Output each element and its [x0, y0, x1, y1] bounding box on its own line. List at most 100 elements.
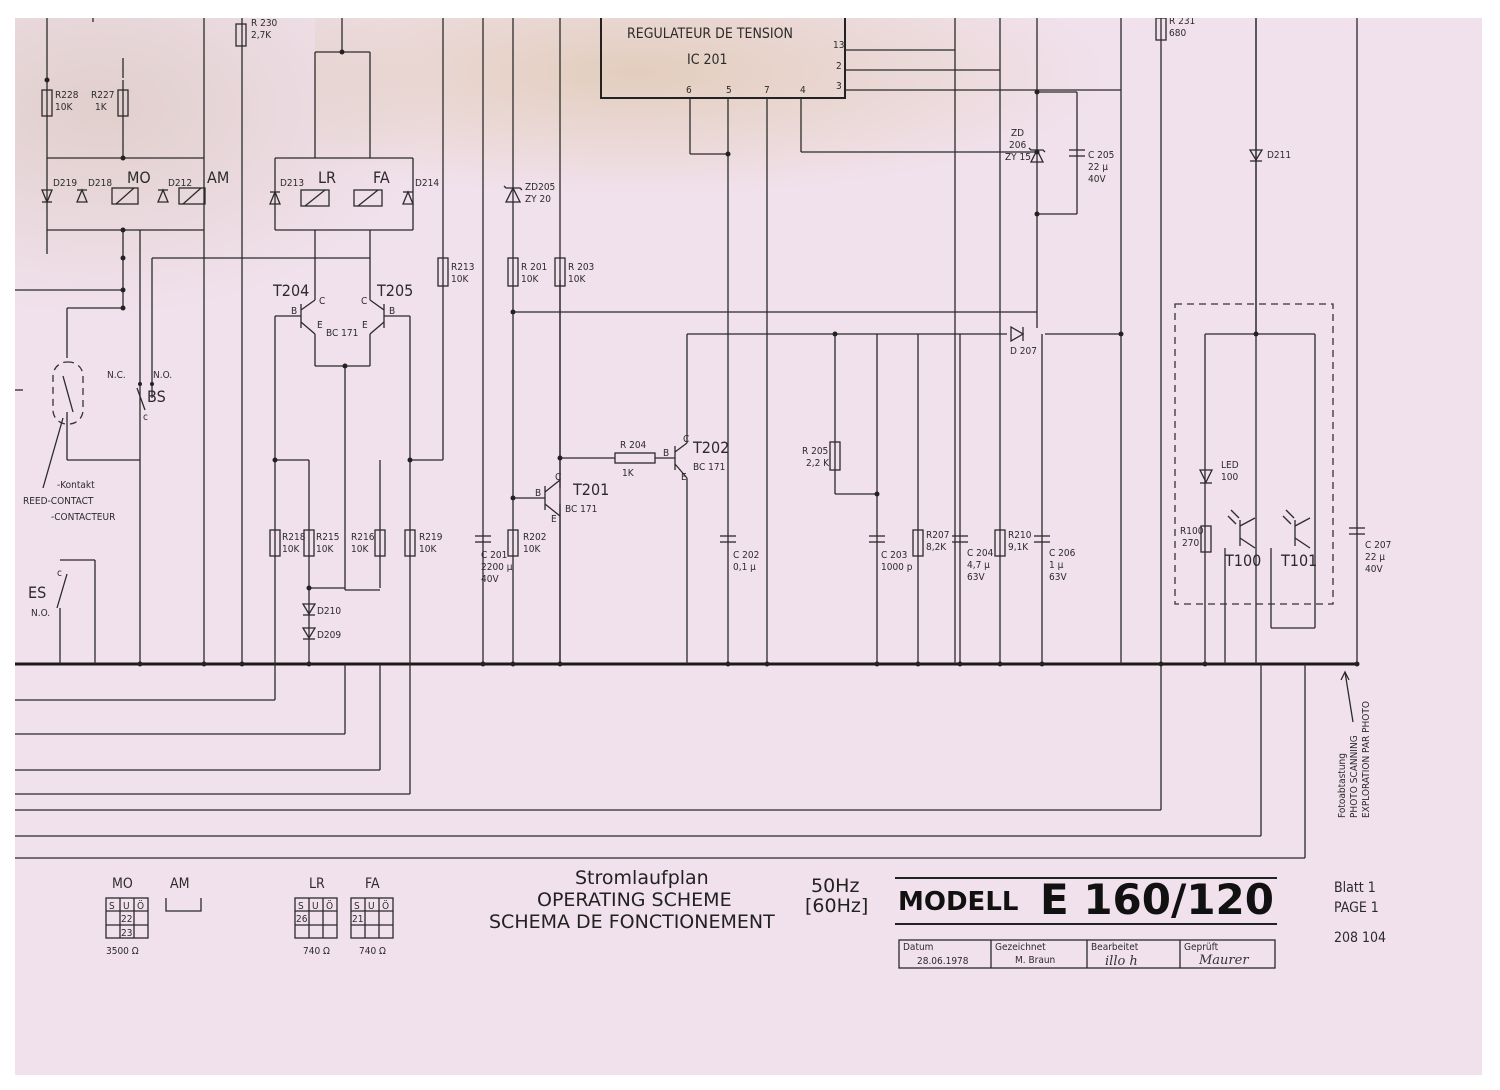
legend-am: AM [170, 876, 189, 892]
c207-value: 22 µ [1365, 552, 1385, 563]
title-en: OPERATING SCHEME [537, 889, 732, 911]
ic201-pin-6: 6 [686, 85, 692, 96]
components: R 230 2,7K R228 10K R227 1K MO AM LR FA … [15, 18, 1391, 818]
t205-label: T205 [376, 281, 413, 300]
legend-lr-s: S [298, 901, 304, 912]
relay-mo-label: MO [127, 168, 151, 187]
drawing-number: 208 104 [1334, 930, 1386, 946]
legend-mo: MO [112, 876, 133, 892]
d214-label: D214 [415, 178, 439, 189]
r227-label: R227 [91, 90, 114, 101]
reed-label-fr: -CONTACTEUR [51, 512, 115, 523]
resistor-r219 [404, 529, 416, 557]
gezeichnet-label: Gezeichnet [995, 942, 1046, 953]
resistor-r228 [41, 89, 53, 117]
transistor-t205 [369, 299, 410, 335]
t204-label: T204 [272, 281, 309, 300]
sheet-blatt: Blatt 1 [1334, 880, 1376, 896]
zener-zd205 [504, 186, 522, 203]
r215-label: R215 [316, 532, 339, 543]
ic201-pin-5: 5 [726, 85, 732, 96]
r202-value: 10K [523, 544, 541, 555]
wires [15, 18, 1358, 859]
c207-label: C 207 [1365, 540, 1391, 551]
drawing-title: Stromlaufplan OPERATING SCHEME SCHEMA DE… [489, 867, 868, 933]
bs-label: BS [147, 387, 166, 406]
resistor-r231 [1155, 18, 1167, 41]
legend-mo-o: Ö [137, 899, 144, 912]
es-no: N.O. [31, 608, 50, 619]
r231-label: R 231 [1169, 18, 1195, 27]
t100-label: T100 [1224, 551, 1261, 570]
c203-value: 1000 p [881, 562, 913, 573]
resistor-r205 [829, 441, 841, 471]
zd206-label: ZD [1011, 128, 1024, 139]
r203-value: 10K [568, 274, 586, 285]
zd205-value: ZY 20 [525, 194, 551, 205]
ic201-title: REGULATEUR DE TENSION [627, 26, 793, 42]
r205-label: R 205 [802, 446, 828, 457]
ic201-pin-4: 4 [800, 85, 806, 96]
d207-label: D 207 [1010, 346, 1037, 357]
d209-label: D209 [317, 630, 341, 641]
gezeichnet-value: M. Braun [1015, 955, 1055, 966]
c203-label: C 203 [881, 550, 907, 561]
t201-label: T201 [572, 480, 609, 499]
capacitor-c201 [475, 535, 491, 543]
t201-b: B [535, 488, 541, 499]
r230-value: 2,7K [251, 30, 272, 41]
r204-label: R 204 [620, 440, 647, 451]
r227-value: 1K [95, 102, 108, 113]
legend-fa-o: Ö [382, 899, 389, 912]
resistor-r202 [507, 529, 519, 557]
t202-c: C [683, 434, 689, 445]
r219-label: R219 [419, 532, 443, 543]
r210-label: R210 [1008, 530, 1032, 541]
ic201-pin-13: 13 [833, 40, 844, 51]
resistor-r215 [303, 529, 315, 557]
legend-fa: FA [365, 876, 380, 892]
c206-label: C 206 [1049, 548, 1076, 559]
ic201-pin-3: 3 [836, 81, 842, 92]
capacitor-c205 [1069, 149, 1085, 157]
capacitor-c203 [869, 535, 885, 543]
led-value: 100 [1221, 472, 1238, 483]
legend-mo-s: S [109, 901, 115, 912]
relay-am [178, 187, 206, 205]
t202-type: BC 171 [693, 462, 725, 473]
t201-e: E [551, 514, 557, 525]
legend-lr-u: U [312, 901, 319, 912]
legend-fa-ohm: 740 Ω [359, 946, 386, 957]
t205-b: B [389, 306, 395, 317]
t204-e: E [317, 320, 323, 331]
ic201-name: IC 201 [687, 52, 728, 68]
c205-voltage: 40V [1088, 174, 1106, 185]
t201-c: C [555, 472, 561, 483]
legend-fa-s: S [354, 901, 360, 912]
t101-label: T101 [1280, 551, 1317, 570]
c202-value: 0,1 µ [733, 562, 756, 573]
c204-voltage: 63V [967, 572, 985, 583]
relay-fa-label: FA [373, 168, 390, 187]
diode-d209 [301, 627, 317, 640]
legend-mo-ohm: 3500 Ω [106, 946, 139, 957]
freq-60hz: [60Hz] [805, 895, 868, 917]
diode-d207 [1010, 325, 1025, 343]
resistor-r227 [117, 89, 129, 117]
d211-label: D211 [1267, 150, 1291, 161]
switch-es [56, 573, 68, 609]
capacitor-c202 [720, 535, 736, 543]
bs-nc: N.C. [107, 370, 126, 381]
zd206-number: 206 [1009, 140, 1026, 151]
relay-lr-label: LR [318, 168, 336, 187]
switch-bs [136, 382, 154, 411]
resistor-r218 [269, 529, 281, 557]
photo-note-de: Fotoabtastung [1337, 753, 1348, 818]
t204-c: C [319, 296, 325, 307]
title-fr: SCHEMA DE FONCTIONEMENT [489, 911, 775, 933]
c201-voltage: 40V [481, 574, 499, 585]
resistor-r213 [437, 257, 449, 287]
title-de: Stromlaufplan [575, 867, 709, 889]
legend-mo-u: U [123, 901, 130, 912]
phototransistor-t101 [1282, 509, 1311, 549]
